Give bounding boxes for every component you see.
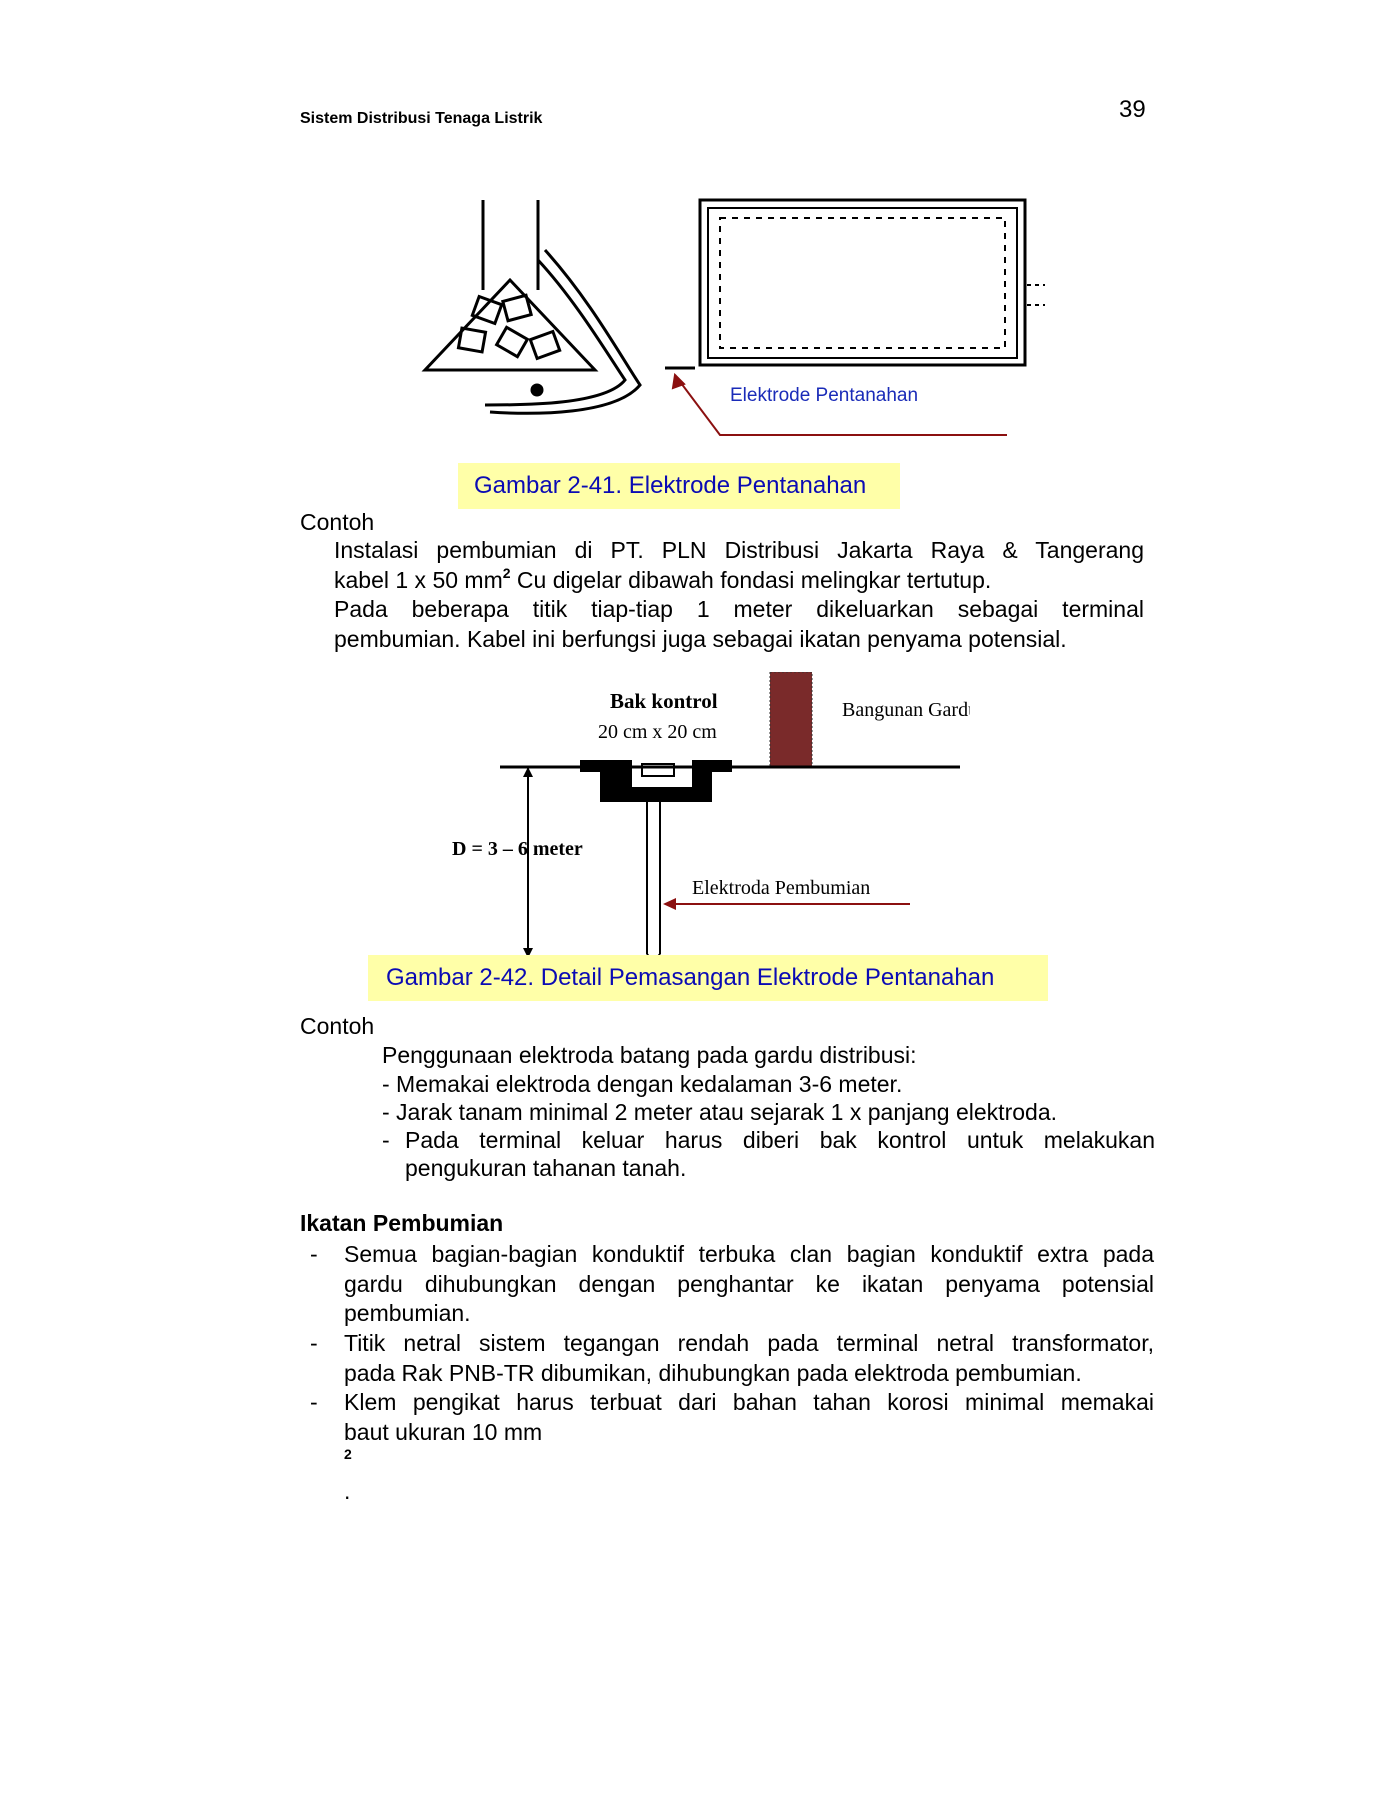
- figure1-caption: Gambar 2-41. Elektrode Pentanahan: [458, 463, 900, 509]
- example2-heading: Contoh: [300, 1013, 375, 1039]
- section-title: Ikatan Pembumian: [300, 1210, 504, 1236]
- figure2-caption: Gambar 2-42. Detail Pemasangan Elektrode…: [368, 955, 1048, 1001]
- bullet-dash: -: [310, 1389, 318, 1415]
- bullet-line: Titik netral sistem tegangan rendah pada…: [344, 1330, 1154, 1356]
- example1-line: pembumian. Kabel ini berfungsi juga seba…: [334, 625, 1067, 652]
- example1-heading: Contoh: [300, 509, 375, 535]
- example2-intro: Penggunaan elektroda batang pada gardu d…: [382, 1042, 917, 1068]
- example1-line: Pada beberapa titik tiap-tiap 1 meter di…: [334, 596, 1144, 622]
- list-item: pengukuran tahanan tanah.: [405, 1155, 687, 1181]
- bullet-dash: -: [310, 1241, 318, 1267]
- bullet-line: pada Rak PNB-TR dibumikan, dihubungkan p…: [344, 1359, 1082, 1386]
- figure1-label: Elektrode Pentanahan: [730, 385, 919, 406]
- figure-grounding-electrode: [421, 198, 1045, 436]
- bullet-line: gardu dihubungkan dengan penghantar ke i…: [344, 1270, 1154, 1297]
- bullet-line: Klem pengikat harus terbuat dari bahan t…: [344, 1389, 1154, 1415]
- label-bangunan-gardu: Bangunan Gardu: [842, 699, 970, 721]
- label-depth: D = 3 – 6 meter: [452, 838, 583, 860]
- page-number: 39: [1119, 96, 1146, 123]
- label-elektroda: Elektroda Pembumian: [692, 877, 870, 899]
- list-item-dash: -: [382, 1127, 390, 1153]
- list-item: Pada terminal keluar harus diberi bak ko…: [405, 1127, 1155, 1153]
- bullet-line: Semua bagian-bagian konduktif terbuka cl…: [344, 1241, 1154, 1267]
- running-header: Sistem Distribusi Tenaga Listrik: [300, 110, 543, 127]
- example1-line: kabel 1 x 50 mm2 Cu digelar dibawah fond…: [334, 564, 992, 593]
- figure-electrode-installation: Bak kontrol 20 cm x 20 cm Bangunan Gardu…: [452, 672, 970, 962]
- bullet-line: pembumian.: [344, 1300, 471, 1326]
- label-size: 20 cm x 20 cm: [598, 721, 717, 743]
- bullet-dash: -: [310, 1330, 318, 1356]
- list-item: - Memakai elektroda dengan kedalaman 3-6…: [382, 1071, 903, 1097]
- list-item: - Jarak tanam minimal 2 meter atau sejar…: [382, 1099, 1057, 1125]
- example1-line: Instalasi pembumian di PT. PLN Distribus…: [334, 537, 1144, 563]
- label-bak-kontrol: Bak kontrol: [610, 689, 718, 713]
- example1-paragraph: Instalasi pembumian di PT. PLN Distribus…: [334, 536, 1144, 654]
